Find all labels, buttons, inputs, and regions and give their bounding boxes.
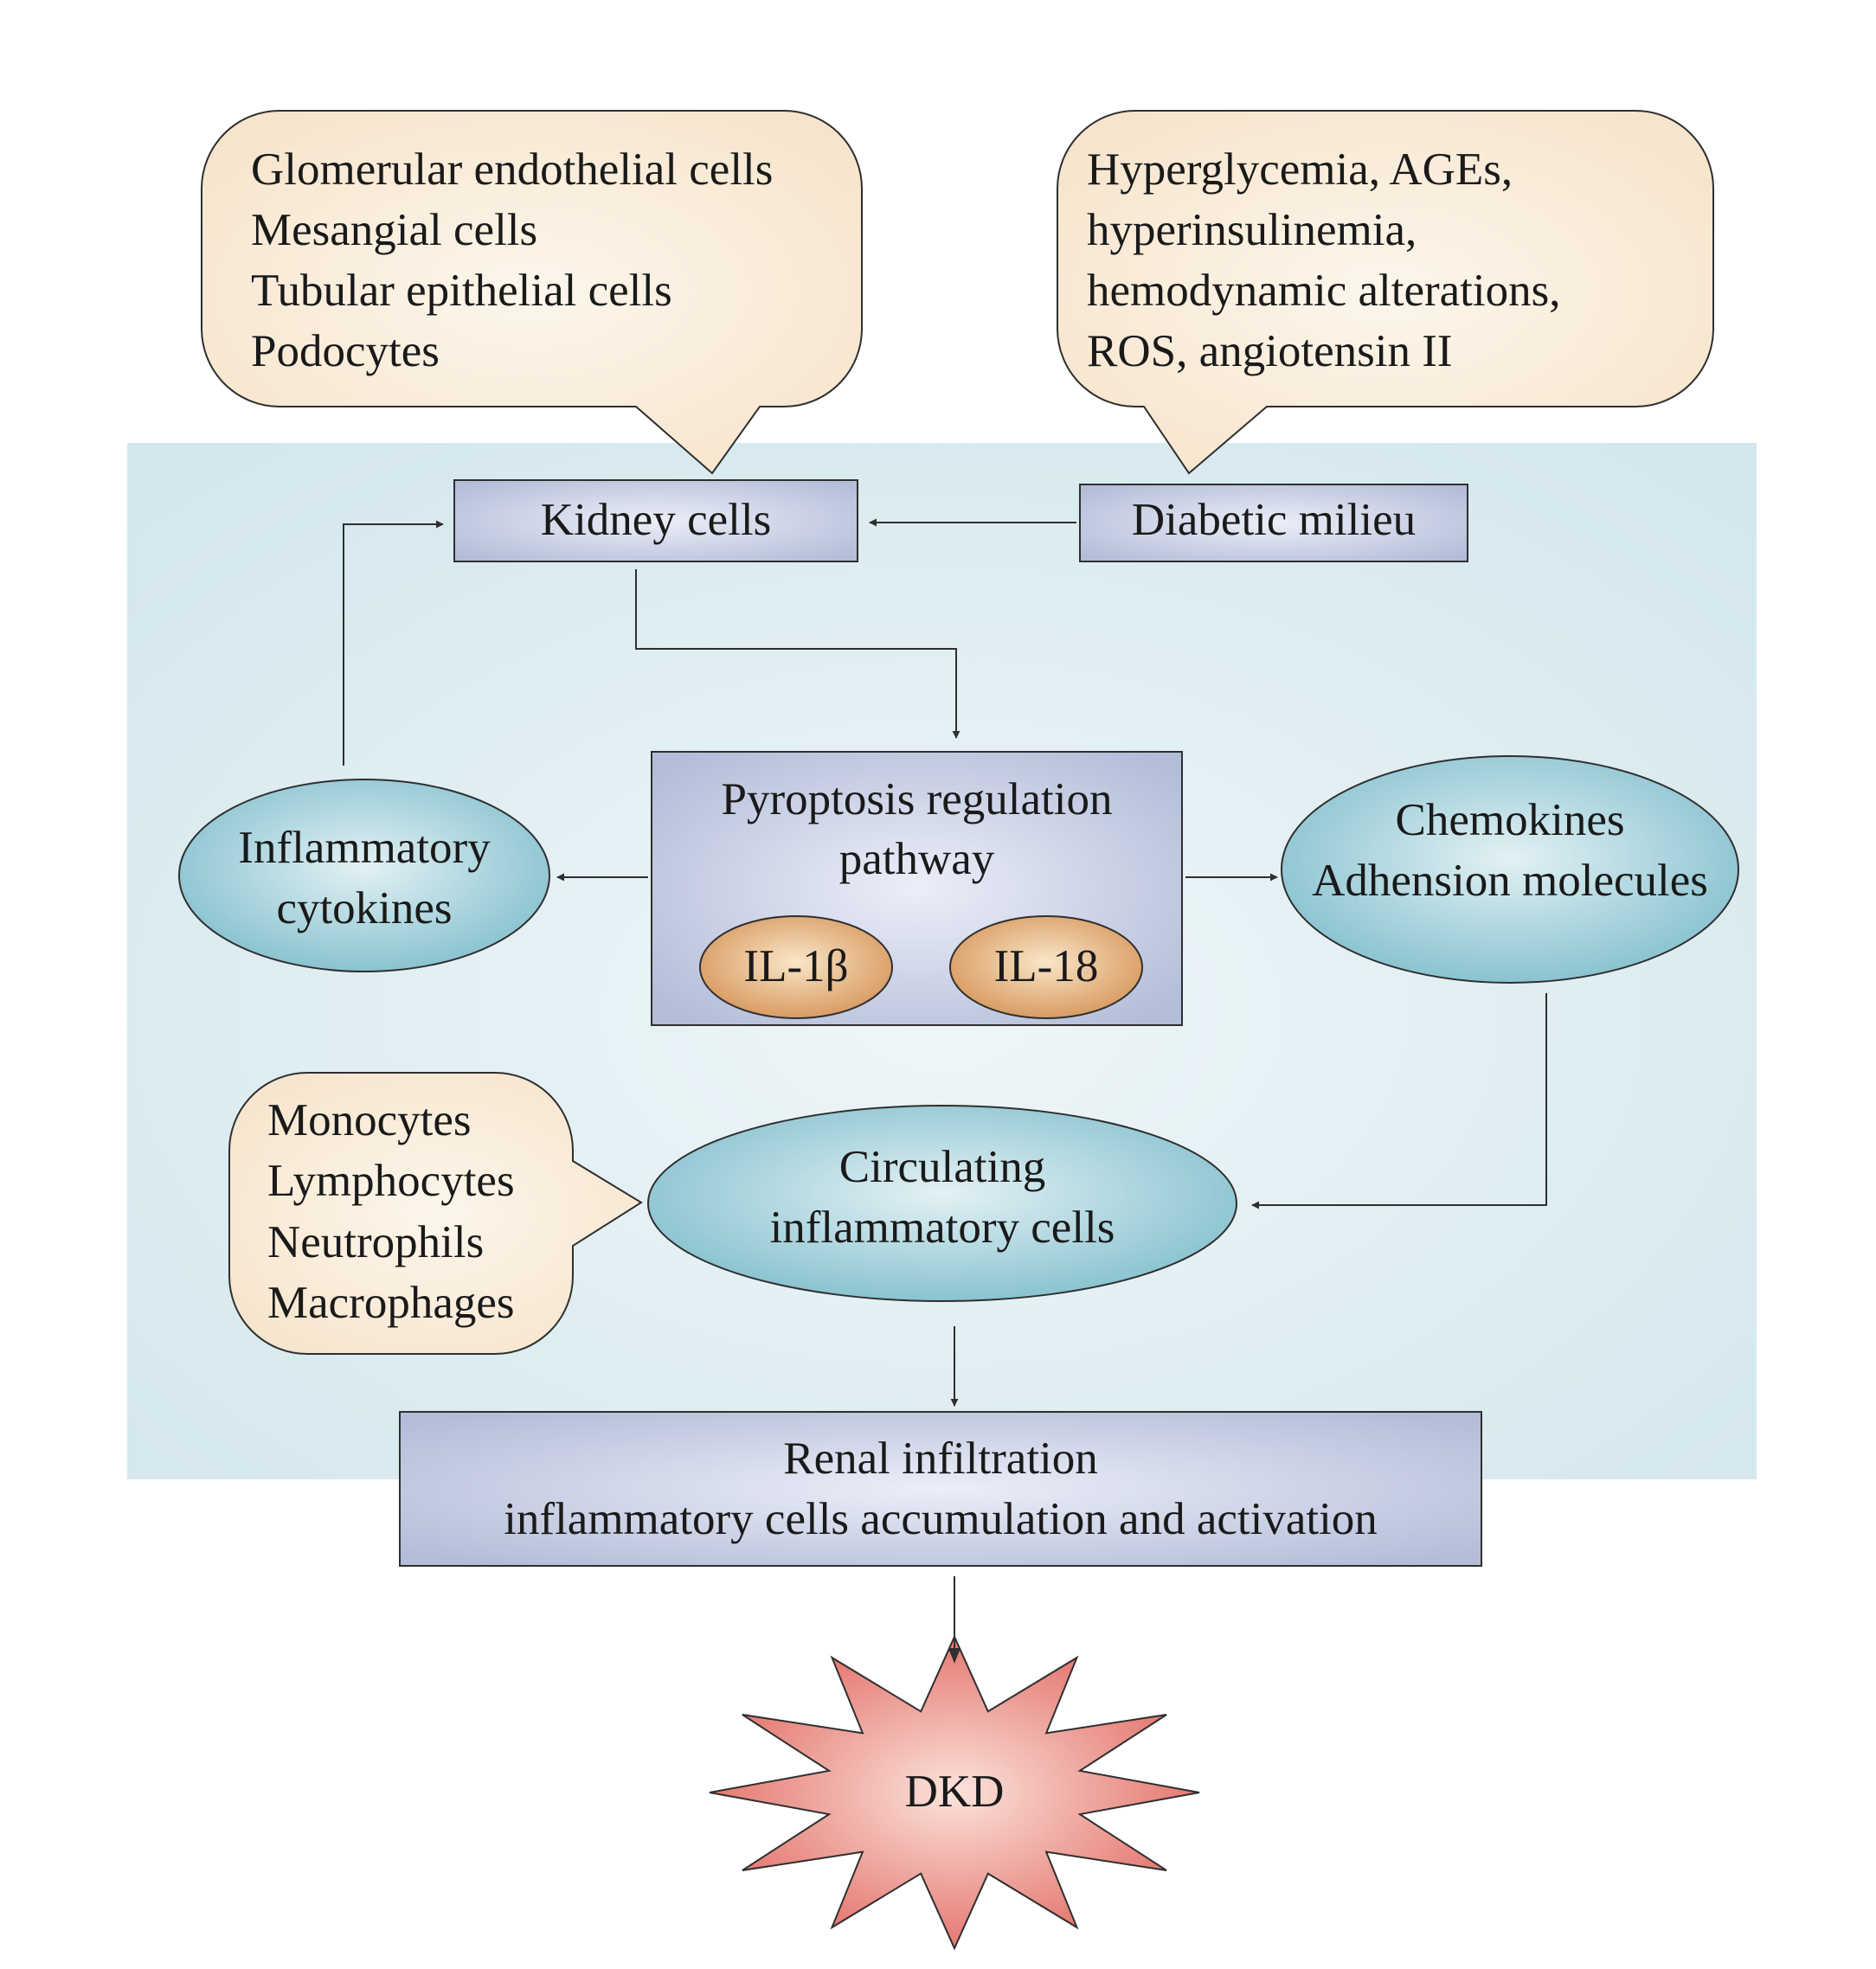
kidney-cell-type-item: Podocytes <box>251 325 440 376</box>
renal-infiltration-line: inflammatory cells accumulation and acti… <box>504 1493 1378 1544</box>
inflammatory-cell-item: Monocytes <box>267 1095 472 1145</box>
kidney-cell-type-item: Tubular epithelial cells <box>251 265 672 316</box>
inflammatory-cell-types-bubble <box>228 1072 643 1355</box>
chemokines-label: Chemokines Adhension molecules <box>1282 791 1738 912</box>
il1b-oval <box>699 915 893 1019</box>
diabetic-factors-list: Hyperglycemia, AGEs, hyperinsulinemia, h… <box>1087 140 1710 382</box>
il18-label: IL-18 <box>993 941 1099 991</box>
il18-oval <box>949 915 1143 1019</box>
arrow-cytokines-to-kidney <box>343 520 444 766</box>
diabetic-milieu-label: Diabetic milieu <box>1131 495 1417 545</box>
circulating-cells-label: Circulating inflammatory cells <box>648 1138 1237 1259</box>
diabetic-factors-bubble <box>1057 110 1714 475</box>
pyroptosis-label: Pyroptosis regulation pathway <box>652 770 1182 889</box>
inflammatory-cell-types-list: Monocytes Lymphocytes Neutrophils Macrop… <box>267 1090 579 1334</box>
circulating-label-line: Circulating <box>838 1142 1046 1192</box>
inflammatory-cell-item: Neutrophils <box>267 1216 485 1267</box>
diabetic-factor-item: hemodynamic alterations, <box>1087 265 1561 316</box>
kidney-cell-types-list: Glomerular endothelial cells Mesangial c… <box>251 140 857 382</box>
pyroptosis-label-line: Pyroptosis regulation <box>721 774 1113 824</box>
inflammatory-cytokines-ellipse <box>178 779 550 972</box>
arrow-kidney-to-pyroptosis <box>635 569 960 739</box>
inflammatory-cell-item: Macrophages <box>267 1278 515 1329</box>
circulating-label-line: inflammatory cells <box>769 1202 1115 1253</box>
dkd-label: DKD <box>904 1767 1005 1817</box>
cytokines-label-line: cytokines <box>276 882 453 933</box>
diabetic-factor-item: hyperinsulinemia, <box>1087 204 1417 255</box>
diabetic-factor-item: ROS, angiotensin II <box>1087 325 1453 376</box>
renal-infiltration-box <box>399 1411 1482 1567</box>
chemokines-ellipse <box>1281 755 1739 984</box>
chemokines-label-line: Chemokines <box>1395 795 1625 845</box>
diabetic-factor-item: Hyperglycemia, AGEs, <box>1087 144 1513 195</box>
kidney-cell-types-bubble <box>201 110 863 475</box>
inflammatory-cell-item: Lymphocytes <box>267 1156 515 1207</box>
arrow-chemokines-to-circulating <box>1251 993 1547 1209</box>
kidney-cells-box <box>453 479 858 562</box>
inflammatory-cytokines-label: Inflammatory cytokines <box>179 818 549 940</box>
kidney-cells-label: Kidney cells <box>540 495 772 545</box>
pyroptosis-label-line: pathway <box>838 833 995 884</box>
kidney-cell-type-item: Mesangial cells <box>251 204 538 255</box>
circulating-cells-ellipse <box>647 1105 1237 1302</box>
diabetic-milieu-box <box>1079 484 1468 562</box>
chemokines-label-line: Adhension molecules <box>1312 855 1708 906</box>
dkd-starburst <box>709 1634 1200 1951</box>
renal-infiltration-label: Renal infiltration inflammatory cells ac… <box>400 1429 1481 1550</box>
cytokines-label-line: Inflammatory <box>238 823 491 873</box>
il1b-label: IL-1β <box>743 941 849 991</box>
kidney-cell-type-item: Glomerular endothelial cells <box>251 144 774 195</box>
renal-infiltration-line: Renal infiltration <box>783 1433 1098 1484</box>
